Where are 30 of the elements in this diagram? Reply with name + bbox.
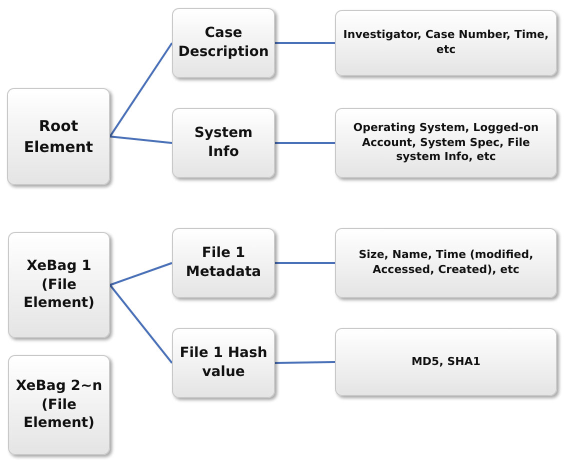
box-label: Size, Name, Time (modified, Accessed, Created), etc xyxy=(358,247,534,278)
connector-line xyxy=(274,361,336,364)
rounded-box xyxy=(335,228,557,298)
box-label: Root Element xyxy=(22,116,94,158)
box-label: File 1 Metadata xyxy=(184,244,262,282)
rounded-box xyxy=(335,328,557,396)
connector-line xyxy=(275,262,335,264)
connector-line xyxy=(109,42,173,138)
box-label: File 1 Hash value xyxy=(178,344,268,382)
box-label: Case Description xyxy=(177,24,270,62)
rounded-box xyxy=(335,108,557,178)
box-label: Operating System, Logged-on Account, System Spec, File system Info, etc xyxy=(352,120,540,166)
connector-line xyxy=(275,142,335,144)
rounded-box xyxy=(172,228,275,298)
rounded-box xyxy=(172,108,275,178)
box-label: System Info xyxy=(193,124,254,162)
connector-line xyxy=(110,136,172,144)
box-label: XeBag 1 (File Element) xyxy=(22,256,96,314)
rounded-box xyxy=(172,328,275,398)
rounded-box xyxy=(172,8,275,78)
rounded-box xyxy=(8,232,110,338)
rounded-box xyxy=(335,10,557,76)
rounded-box xyxy=(8,355,110,455)
box-label: XeBag 2~n (File Element) xyxy=(14,376,104,434)
connector-line xyxy=(275,42,335,44)
rounded-box xyxy=(7,88,110,185)
connector-line xyxy=(110,262,172,286)
box-label: Investigator, Case Number, Time, etc xyxy=(342,27,550,58)
connector-line xyxy=(109,284,173,364)
box-label: MD5, SHA1 xyxy=(410,354,482,370)
